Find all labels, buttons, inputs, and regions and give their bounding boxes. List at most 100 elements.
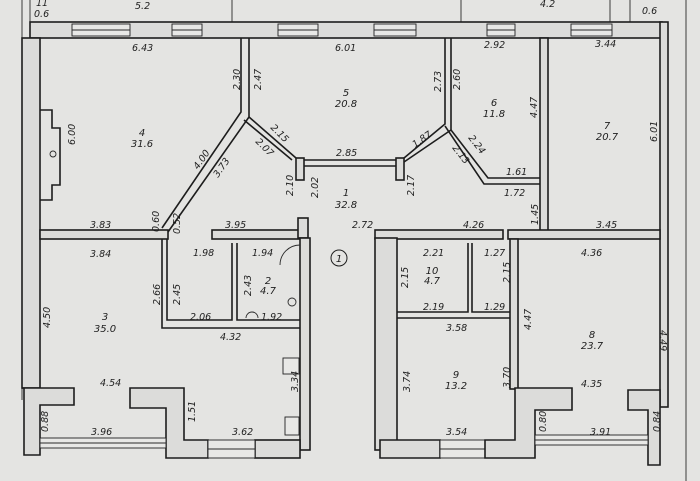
room-area: 4.7	[260, 286, 277, 297]
entrance-marker	[330, 249, 348, 267]
room-area: 13.2	[445, 381, 467, 392]
dimension-label: 2.19	[423, 302, 444, 313]
top-label-left-small: 0.6	[34, 9, 49, 20]
room-number: 6	[491, 98, 497, 109]
dimension-label: 4.50	[42, 307, 53, 328]
dimension-label: 2.66	[152, 284, 163, 305]
room-number: 7	[604, 121, 611, 132]
dimension-label: 3.96	[91, 427, 112, 438]
dimension-label: 4.32	[220, 332, 241, 343]
dimension-label: 2.07	[253, 136, 276, 159]
dimension-label: 2.02	[310, 177, 321, 198]
dimension-label: 0.60	[151, 211, 162, 232]
dimension-label: 3.54	[446, 427, 467, 438]
dimension-label: 1.72	[504, 188, 525, 199]
dimension-label: 2.45	[172, 284, 183, 305]
room-number: 3	[102, 312, 108, 323]
room-number: 4	[139, 128, 145, 139]
dimension-label: 2.60	[452, 69, 463, 90]
dimension-label: 6.43	[132, 43, 153, 54]
dimension-label: 3.95	[225, 220, 246, 231]
stove-icon	[282, 357, 300, 375]
room-area: 32.8	[335, 200, 357, 211]
fireplace	[40, 109, 61, 201]
dimension-label: 3.74	[402, 371, 413, 392]
room-number: 9	[453, 370, 459, 381]
dimension-label: 3.58	[446, 323, 467, 334]
dimension-label: 4.49	[657, 330, 668, 351]
room-number: 2	[265, 276, 271, 287]
dimension-label: 2.73	[433, 71, 444, 92]
entrance-marker-label: 1	[336, 254, 342, 265]
room-number: 10	[426, 266, 439, 277]
room-number: 8	[589, 330, 595, 341]
dimension-label: 0.88	[40, 411, 51, 432]
dimension-label: 3.73	[211, 156, 232, 180]
dimension-label: 2.15	[268, 122, 291, 145]
left-outer-wall	[21, 37, 41, 389]
dimension-label: 3.70	[502, 367, 513, 388]
shower-icon	[279, 244, 301, 266]
dimension-label: 6.01	[335, 43, 356, 54]
dimension-label: 2.06	[190, 312, 211, 323]
dimension-label: 4.47	[529, 97, 540, 118]
dimension-label: 2.10	[285, 175, 296, 196]
rotated-dimension-labels: 2.30 2.47 2.73 2.60 6.00 4.47 6.01 2.15 …	[40, 69, 668, 432]
dimension-label: 1.98	[193, 248, 214, 259]
room-area: 20.7	[596, 132, 619, 143]
dimension-label: 1.94	[252, 248, 273, 259]
room-area: 4.7	[424, 276, 441, 287]
dimension-label: 4.26	[463, 220, 484, 231]
bath-drain-icon	[245, 311, 259, 319]
top-label-left-fraction: 11	[36, 0, 48, 9]
dimension-label: 4.54	[100, 378, 121, 389]
dimension-label: 1.29	[484, 302, 505, 313]
dimension-label: 4.36	[581, 248, 602, 259]
dimension-label: 0.80	[538, 411, 549, 432]
room-area: 31.6	[131, 139, 153, 150]
dimension-label: 2.15	[502, 262, 513, 283]
sink-icon	[284, 416, 300, 436]
dimension-label: 0.84	[652, 411, 663, 432]
dimension-label: 2.17	[406, 175, 417, 196]
dimension-label: 3.34	[290, 371, 301, 392]
room-area: 11.8	[483, 109, 505, 120]
dimension-label: 1.92	[261, 312, 282, 323]
dimension-label: 2.30	[232, 69, 243, 90]
toilet-icon	[287, 297, 297, 307]
dimension-label: 2.47	[253, 69, 264, 90]
room-3-walls	[22, 244, 301, 459]
dimension-label: 2.43	[243, 275, 254, 296]
room-area: 23.7	[581, 341, 604, 352]
dimension-label: 1.87	[410, 129, 434, 150]
dimension-labels: 6.43 6.01 2.92 3.44 2.85 1.61 1.72 3.83 …	[90, 39, 617, 438]
top-label-right: 4.2	[540, 0, 555, 10]
dimension-label: 6.00	[67, 124, 78, 145]
room-9-8-walls	[379, 387, 661, 466]
dimension-label: 1.45	[530, 204, 541, 225]
dimension-label: 1.27	[484, 248, 505, 259]
dimension-label: 3.44	[595, 39, 616, 50]
dimension-label: 3.83	[90, 220, 111, 231]
room-area: 35.0	[94, 324, 116, 335]
dimension-label: 2.21	[423, 248, 444, 259]
room-number: 1	[343, 188, 349, 199]
top-label-left: 5.2	[135, 1, 150, 12]
dimension-label: 2.92	[484, 40, 505, 51]
dimension-label: 1.51	[187, 401, 198, 422]
dimension-label: 2.85	[336, 148, 357, 159]
dimension-label: 2.15	[400, 267, 411, 288]
dimension-label: 2.72	[352, 220, 373, 231]
dimension-label: 3.91	[590, 427, 611, 438]
dimension-label: 4.47	[523, 309, 534, 330]
dimension-label: 3.62	[232, 427, 253, 438]
room-number: 5	[343, 88, 349, 99]
dimension-label: 4.00	[191, 148, 212, 172]
dimension-label: 3.45	[596, 220, 617, 231]
room-area: 20.8	[335, 99, 357, 110]
fireplace-icon	[49, 150, 57, 158]
right-outer-wall	[659, 21, 669, 408]
top-label-right-small: 0.6	[642, 6, 657, 17]
room-labels: 1 32.8 2 4.7 3 35.0 4 31.6 5 20.8 6 11.8…	[94, 88, 619, 392]
